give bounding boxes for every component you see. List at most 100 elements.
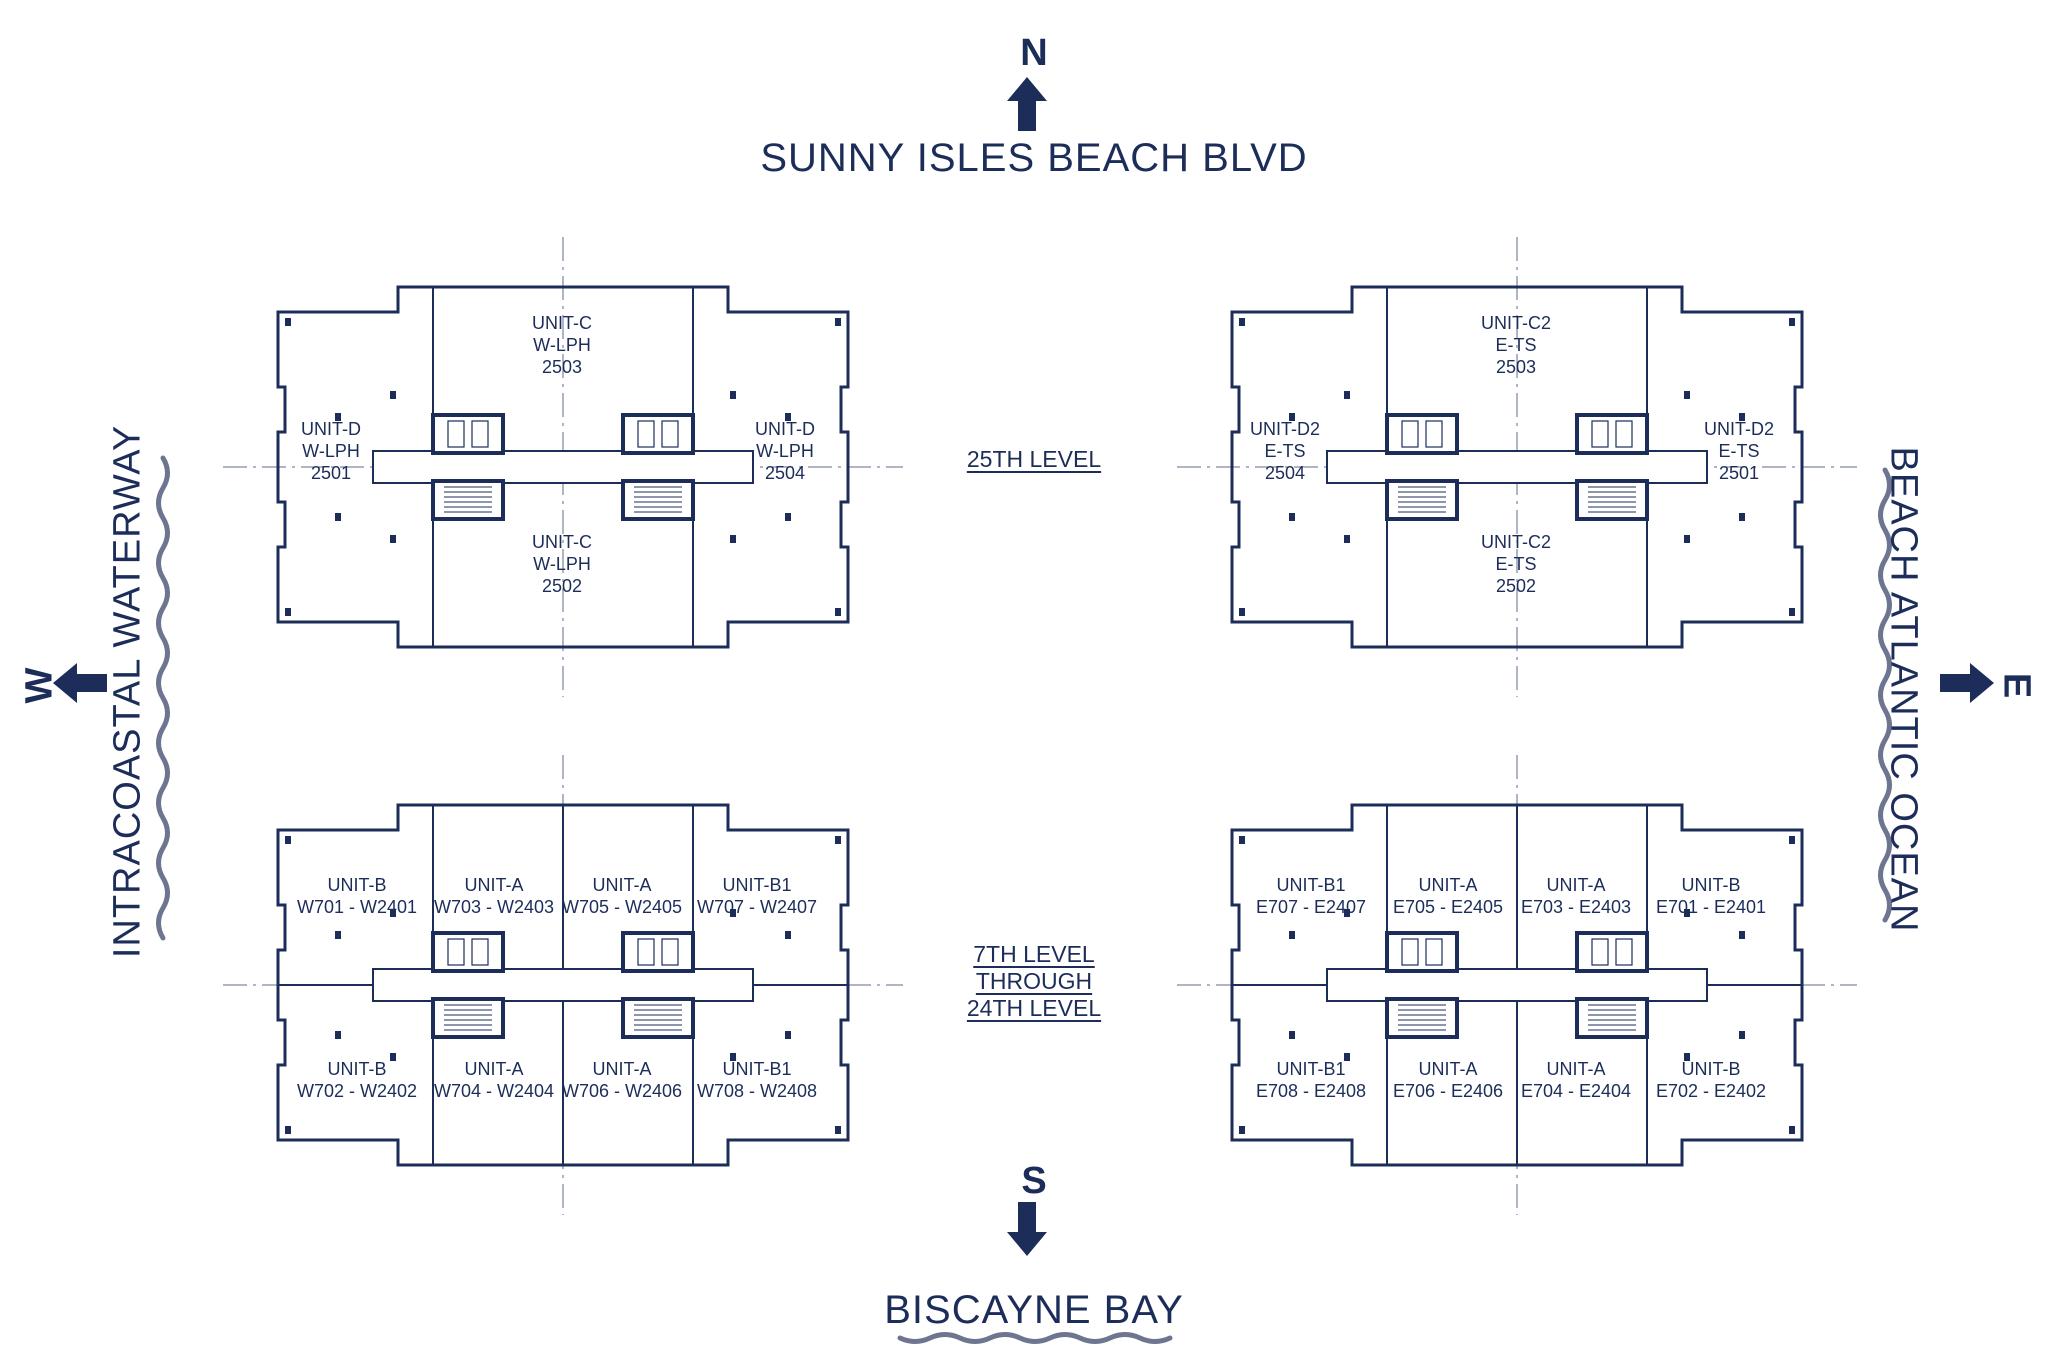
structural-column [285, 318, 291, 326]
compass-east-label: E [1995, 672, 2038, 699]
corridor [1326, 968, 1708, 1002]
structural-column [1289, 1031, 1295, 1039]
intracoastal-waterway-wave [156, 455, 170, 941]
structural-column [1789, 318, 1795, 326]
elevator-core [1385, 413, 1459, 455]
elevator-core [1385, 931, 1459, 973]
structural-column [1239, 836, 1245, 844]
structural-column [1289, 931, 1295, 939]
level-7-label: 7TH LEVEL [973, 941, 1095, 967]
structural-column [1239, 608, 1245, 616]
structural-column [835, 608, 841, 616]
structural-column [1789, 836, 1795, 844]
structural-column [1739, 931, 1745, 939]
structural-column [390, 535, 396, 543]
compass-west-label: W [18, 667, 61, 704]
structural-column [1344, 535, 1350, 543]
street-north-label: SUNNY ISLES BEACH BLVD [760, 136, 1308, 180]
structural-column [730, 535, 736, 543]
biscayne-bay-wave [897, 1332, 1173, 1344]
structural-column [1344, 1053, 1350, 1061]
structural-column [835, 836, 841, 844]
structural-column [835, 1126, 841, 1134]
structural-column [285, 1126, 291, 1134]
structural-column [1344, 909, 1350, 917]
compass-south-label: S [1021, 1160, 1047, 1202]
exterior-wall [276, 803, 850, 1167]
structural-column [335, 513, 341, 521]
building-plan-west-typical-level [223, 755, 903, 1215]
atlantic-ocean-wave [1878, 467, 1892, 923]
structural-column [1739, 1031, 1745, 1039]
elevator-car [637, 420, 655, 448]
elevator-core [621, 931, 695, 973]
elevator-car [1615, 938, 1633, 966]
building-plan-east-25th-level [1177, 237, 1857, 697]
structural-column [1739, 413, 1745, 421]
elevator-car [471, 938, 489, 966]
corridor [1326, 450, 1708, 484]
elevator-car [471, 420, 489, 448]
level-25-label: 25TH LEVEL [966, 446, 1102, 472]
elevator-core [1575, 413, 1649, 455]
structural-column [335, 413, 341, 421]
corridor [372, 968, 754, 1002]
exterior-wall [1230, 285, 1804, 649]
elevator-core [621, 413, 695, 455]
structural-column [730, 1053, 736, 1061]
structural-column [1684, 391, 1690, 399]
elevator-car [1615, 420, 1633, 448]
elevator-car [1401, 938, 1419, 966]
structural-column [1684, 1053, 1690, 1061]
structural-column [285, 836, 291, 844]
elevator-car [447, 938, 465, 966]
structural-column [785, 513, 791, 521]
structural-column [1289, 413, 1295, 421]
structural-column [785, 931, 791, 939]
street-south-label: BISCAYNE BAY [884, 1288, 1184, 1332]
structural-column [390, 1053, 396, 1061]
level-24-label: 24TH LEVEL [966, 995, 1102, 1021]
structural-column [730, 909, 736, 917]
structural-column [1789, 1126, 1795, 1134]
elevator-car [1425, 420, 1443, 448]
exterior-wall [1230, 803, 1804, 1167]
structural-column [785, 1031, 791, 1039]
elevator-core [431, 931, 505, 973]
north-arrow-icon [1007, 77, 1047, 131]
elevator-car [1425, 938, 1443, 966]
street-west-label: INTRACOASTAL WATERWAY [106, 424, 149, 959]
structural-column [1344, 391, 1350, 399]
elevator-car [447, 420, 465, 448]
elevator-core [431, 413, 505, 455]
exterior-wall [276, 285, 850, 649]
structural-column [335, 1031, 341, 1039]
elevator-car [1591, 420, 1609, 448]
structural-column [285, 608, 291, 616]
structural-column [390, 909, 396, 917]
structural-column [835, 318, 841, 326]
east-arrow-icon [1940, 663, 1994, 703]
structural-column [390, 391, 396, 399]
structural-column [335, 931, 341, 939]
